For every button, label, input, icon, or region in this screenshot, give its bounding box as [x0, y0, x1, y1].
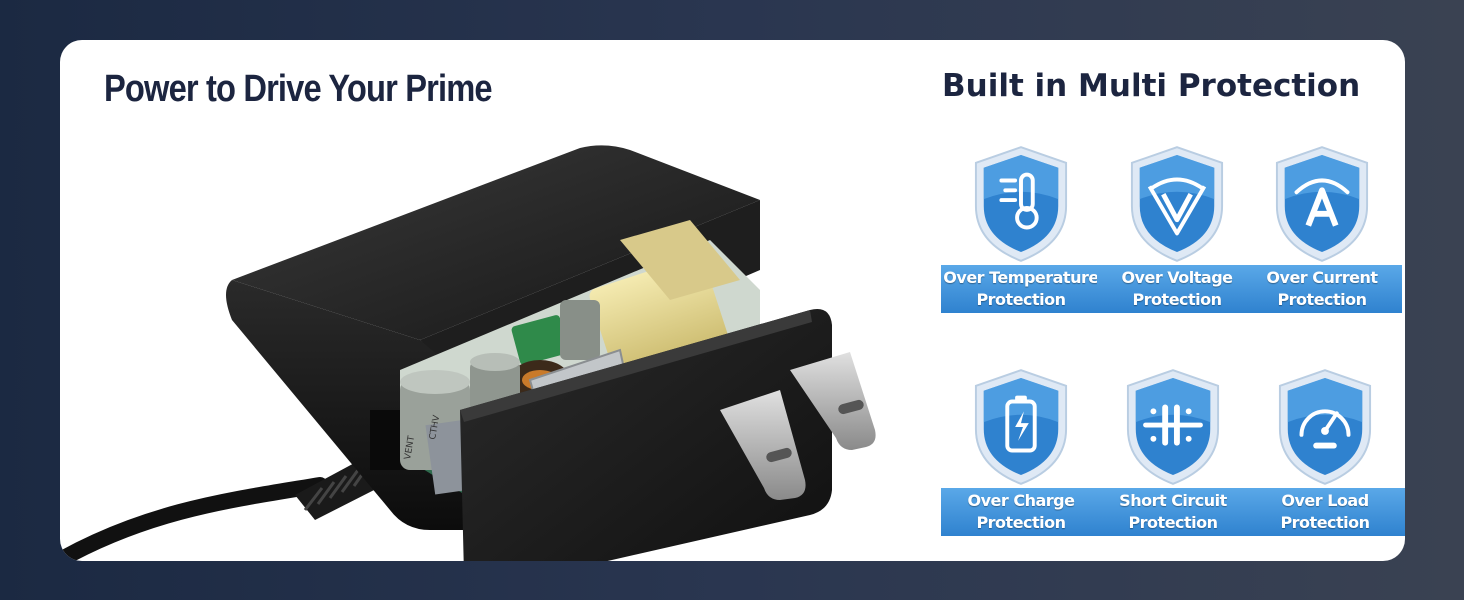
badge-label: Over Load Protection — [1245, 488, 1405, 536]
adapter-front-plate — [460, 309, 832, 561]
badge-over-load: Over Load Protection — [1240, 368, 1405, 558]
badge-label: Over Charge Protection — [941, 488, 1101, 536]
capacitor-marking: VENT — [403, 435, 417, 461]
protection-title: Built in Multi Protection — [942, 68, 1361, 104]
plug-prongs — [720, 352, 876, 500]
battery-charge-icon — [974, 369, 1068, 485]
speedometer-icon — [1278, 369, 1372, 485]
capacitor-marking-2: CTHV — [428, 414, 442, 441]
badge-over-charge: Over Charge Protection — [936, 368, 1106, 558]
short-circuit-icon — [1126, 369, 1220, 485]
adapter-case-top — [232, 145, 760, 340]
badge-over-current: Over Current Protection — [1237, 145, 1405, 335]
badge-over-temperature: Over Temperature Protection — [936, 145, 1106, 335]
badge-label: Over Temperature Protection — [941, 265, 1101, 313]
badge-short-circuit: Short Circuit Protection — [1088, 368, 1258, 558]
badge-label: Over Voltage Protection — [1097, 265, 1257, 313]
product-banner: Power to Drive Your Prime — [60, 40, 1405, 561]
voltage-gauge-icon — [1130, 146, 1224, 262]
cable — [60, 477, 328, 561]
thermometer-icon — [974, 146, 1068, 262]
power-adapter-image: VENT CTHV — [60, 145, 876, 561]
badge-label: Over Current Protection — [1242, 265, 1402, 313]
headline: Power to Drive Your Prime — [104, 68, 493, 110]
badge-label: Short Circuit Protection — [1093, 488, 1253, 536]
badge-over-voltage: Over Voltage Protection — [1092, 145, 1262, 335]
ampere-gauge-icon — [1275, 146, 1369, 262]
